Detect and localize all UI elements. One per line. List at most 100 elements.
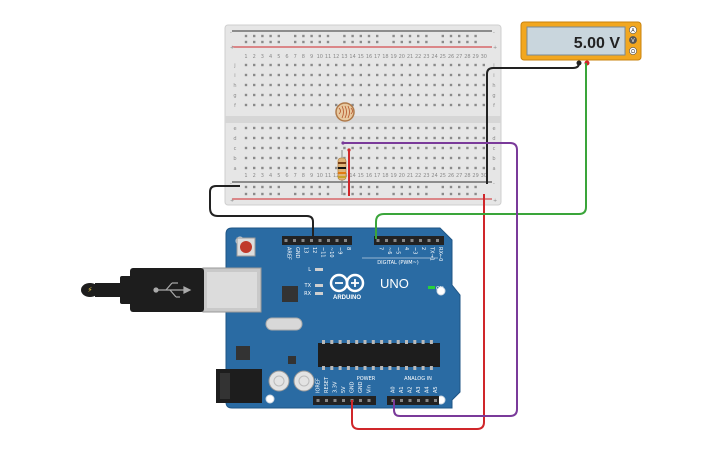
reset-button[interactable] xyxy=(236,237,256,257)
digital-pin-label: AREF xyxy=(286,247,292,260)
row-letter: g xyxy=(492,93,495,99)
column-number: 12 xyxy=(333,173,339,179)
power-pin-label: Vin xyxy=(367,385,373,393)
column-number: 16 xyxy=(366,54,372,60)
power-pin-label: 5V xyxy=(341,386,347,393)
digital-pin-label: ~3 xyxy=(412,247,418,254)
column-number: 27 xyxy=(456,54,462,60)
row-letter: j xyxy=(492,63,494,69)
column-number: 16 xyxy=(366,173,372,179)
wire-ground-arduino[interactable] xyxy=(209,185,314,239)
digital-pin-label: 4 xyxy=(403,247,409,250)
digital-pin-label: GND xyxy=(294,247,300,259)
rail-plus-label-top-right: + xyxy=(493,45,497,51)
column-number: 30 xyxy=(481,173,487,179)
column-number: 26 xyxy=(448,54,454,60)
column-number: 14 xyxy=(349,54,355,60)
wire-ground-multimeter[interactable] xyxy=(486,62,580,184)
column-number: 26 xyxy=(448,173,454,179)
column-number: 22 xyxy=(415,173,421,179)
digital-pin-label: 2 xyxy=(420,247,426,250)
row-letter: d xyxy=(233,136,236,142)
column-number: 27 xyxy=(456,173,462,179)
column-number: 17 xyxy=(374,173,380,179)
row-letter: c xyxy=(234,146,237,152)
digital-label: DIGITAL (PWM~) xyxy=(377,260,419,266)
power-label: POWER xyxy=(357,376,376,382)
analog-pin-label: A3 xyxy=(416,386,422,393)
wire-5v[interactable] xyxy=(351,194,485,430)
wire-analog-a0[interactable] xyxy=(343,142,518,417)
column-number: 1 xyxy=(244,173,247,179)
arduino-logo xyxy=(329,273,365,293)
column-number: 9 xyxy=(310,173,313,179)
rail-minus-label-top-right: - xyxy=(493,30,495,36)
column-number: 18 xyxy=(382,173,388,179)
breadboard: 1122334455667788991010111112121313141415… xyxy=(224,24,502,206)
digital-pin-label: ~6 xyxy=(386,247,392,254)
column-number: 10 xyxy=(317,173,323,179)
led-l-label: L xyxy=(308,267,311,273)
column-number: 4 xyxy=(269,54,272,60)
resistor[interactable] xyxy=(337,150,347,195)
atmega-chip xyxy=(318,340,440,370)
row-letter: f xyxy=(493,103,495,109)
digital-pin-label: 8 xyxy=(345,247,351,250)
usb-port xyxy=(202,267,262,313)
power-pin-label: IOREF xyxy=(316,378,322,393)
column-number: 24 xyxy=(431,54,437,60)
rail-minus-label-bottom-right: - xyxy=(493,181,495,187)
multimeter[interactable]: 5.00 V A V Ω xyxy=(520,21,642,66)
breadboard-holes xyxy=(244,34,485,196)
power-jack xyxy=(216,369,262,403)
digital-pin-label: RX←0 xyxy=(437,247,443,261)
row-letter: f xyxy=(234,103,236,109)
column-number: 25 xyxy=(440,54,446,60)
wire-signal-multimeter[interactable] xyxy=(375,63,587,239)
column-number: 30 xyxy=(481,54,487,60)
led-tx-label: TX xyxy=(304,283,312,289)
analog-pin-label: A2 xyxy=(408,386,414,393)
row-letter: c xyxy=(493,146,496,152)
column-number: 21 xyxy=(407,173,413,179)
mode-v-knob[interactable] xyxy=(629,36,637,44)
rail-plus-label-top: + xyxy=(230,45,234,51)
row-letter: i xyxy=(234,73,235,79)
on-label: ON xyxy=(436,286,444,292)
digital-pin-label: ~11 xyxy=(320,247,326,258)
column-number: 29 xyxy=(472,54,478,60)
digital-pin-label: 7 xyxy=(378,247,384,250)
row-letter: b xyxy=(233,156,236,162)
column-number: 23 xyxy=(423,54,429,60)
column-number: 20 xyxy=(399,173,405,179)
row-letter: d xyxy=(492,136,495,142)
photoresistor[interactable] xyxy=(335,102,355,122)
column-number: 15 xyxy=(358,54,364,60)
usb-chip xyxy=(282,286,298,302)
rail-minus-label-bottom: - xyxy=(230,181,232,187)
column-number: 2 xyxy=(253,54,256,60)
row-letter: h xyxy=(233,83,236,89)
usb-cable[interactable]: ⚡ xyxy=(81,268,204,312)
analog-pin-label: A5 xyxy=(433,386,439,393)
row-letter: h xyxy=(492,83,495,89)
column-number: 11 xyxy=(325,173,331,179)
row-letter: e xyxy=(492,126,495,132)
column-number: 3 xyxy=(261,173,264,179)
voltage-regulator xyxy=(236,346,250,360)
column-number: 23 xyxy=(423,173,429,179)
column-number: 10 xyxy=(317,54,323,60)
row-letter: g xyxy=(233,93,236,99)
mode-ohm-label: Ω xyxy=(631,49,635,55)
model-label: UNO xyxy=(380,276,409,291)
mode-ohm-knob[interactable] xyxy=(629,47,637,55)
header-top-left xyxy=(282,236,352,245)
row-letter: i xyxy=(493,73,494,79)
column-number: 15 xyxy=(358,173,364,179)
led-rx-label: RX xyxy=(304,291,311,297)
column-number: 25 xyxy=(440,173,446,179)
mode-a-knob[interactable] xyxy=(629,26,637,34)
